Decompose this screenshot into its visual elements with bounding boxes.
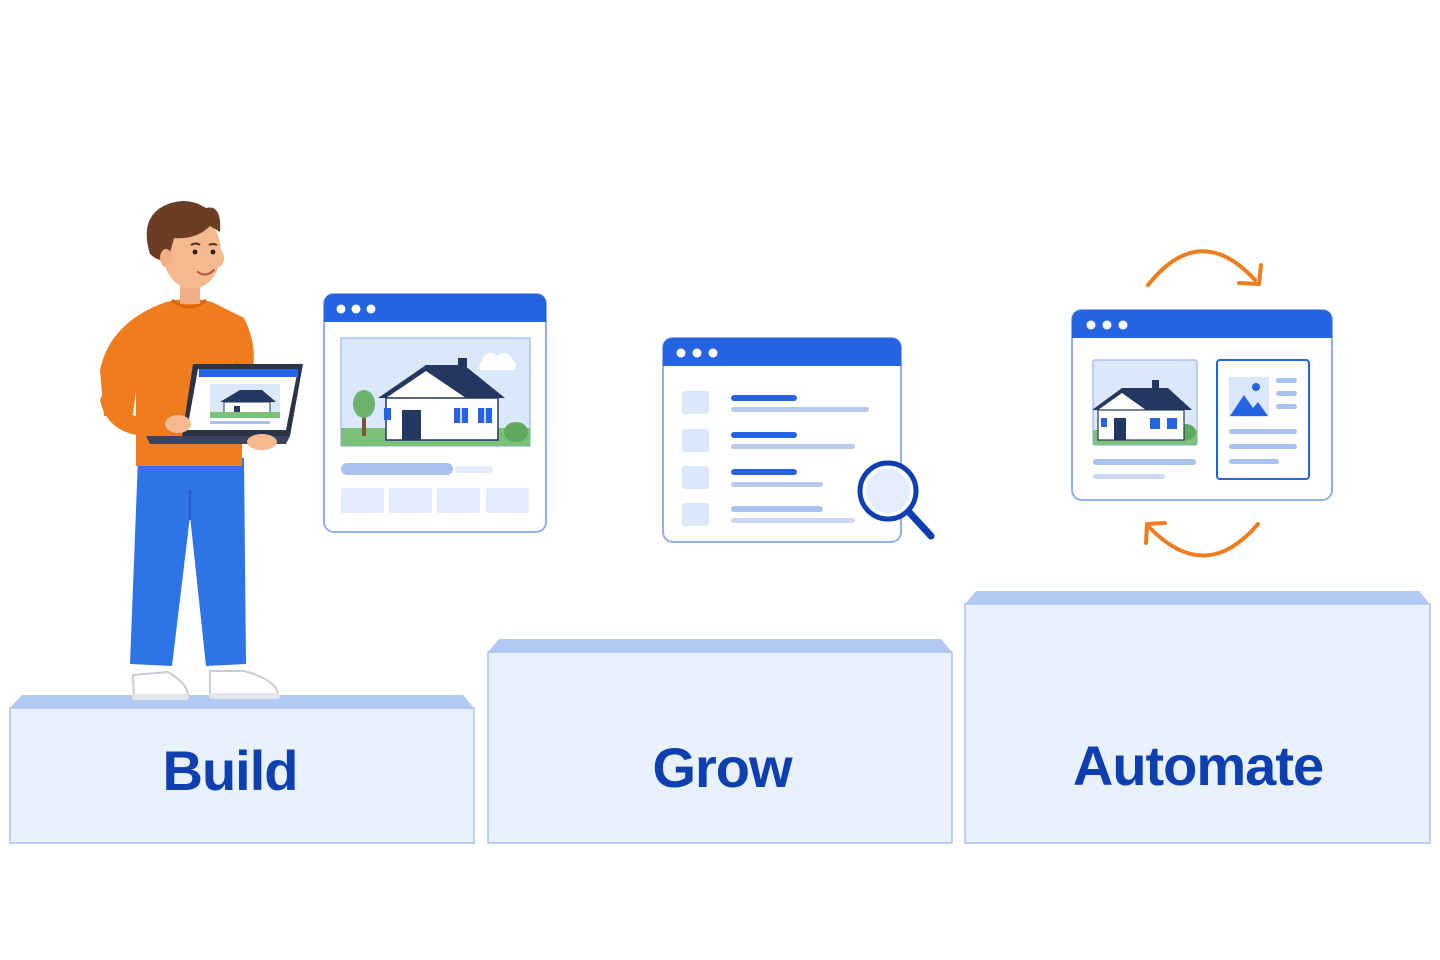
house-listing-window-icon	[323, 293, 547, 533]
person-with-laptop-illustration	[100, 201, 303, 700]
search-results-window-icon	[662, 337, 902, 543]
podium-build: Build	[9, 695, 475, 844]
sync-arrows-icon	[1144, 249, 1263, 558]
step-label-grow: Grow	[652, 736, 793, 799]
podium-automate: Automate	[964, 591, 1431, 844]
magnifier-icon	[857, 460, 935, 540]
step-label-build: Build	[163, 739, 298, 802]
podium-grow: Grow	[487, 639, 953, 844]
step-label-automate: Automate	[1073, 734, 1323, 797]
sync-listing-window-icon	[1071, 309, 1333, 501]
